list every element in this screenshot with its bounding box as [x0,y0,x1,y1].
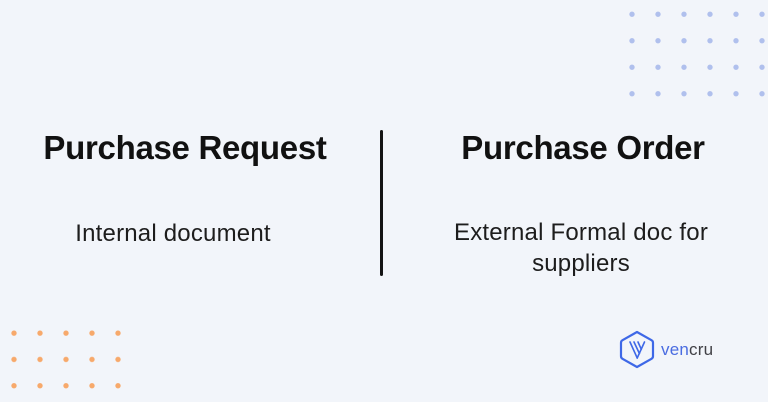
left-column-description: Internal document [75,220,271,247]
logo-text-secondary: cru [689,340,714,359]
logo-text-primary: ven [661,340,690,359]
left-column-title: Purchase Request [43,129,327,166]
vencru-logo: vencru [619,330,713,369]
dot-grid-decoration-top-right [619,1,768,107]
right-column-description: External Formal doc for suppliers [453,219,709,277]
right-column-title: Purchase Order [461,129,705,166]
vencru-hexagon-icon [619,330,655,369]
vertical-divider [380,130,383,276]
vencru-logo-text: vencru [661,341,713,358]
dot-grid-decoration-bottom-left [1,320,131,399]
